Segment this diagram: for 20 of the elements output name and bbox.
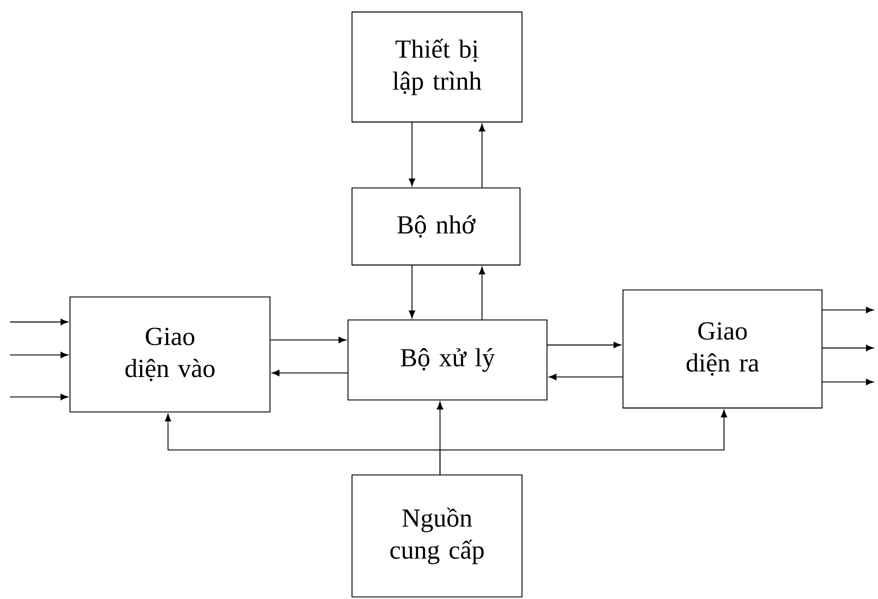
arrow: [822, 378, 874, 386]
arrow: [822, 344, 874, 352]
arrow: [270, 336, 346, 344]
block-box: Giao diện ra: [622, 290, 822, 408]
block-box: Nguồn cung cấp: [352, 474, 522, 598]
arrow: [478, 124, 486, 188]
arrow: [272, 370, 348, 376]
block-box: Giao diện vào: [70, 296, 270, 412]
arrow: [822, 306, 874, 314]
arrow: [408, 122, 416, 186]
arrow: [408, 265, 416, 318]
arrow: [10, 394, 68, 400]
block-box: Bộ xử lý: [348, 320, 548, 400]
arrow: [10, 318, 68, 326]
arrow: [548, 374, 623, 380]
arrow: [547, 342, 622, 348]
arrow: [10, 352, 68, 358]
arrow: [478, 266, 486, 320]
block-box: Bộ nhớ: [352, 188, 520, 266]
block-box: Thiết bị lập trình: [352, 12, 522, 122]
